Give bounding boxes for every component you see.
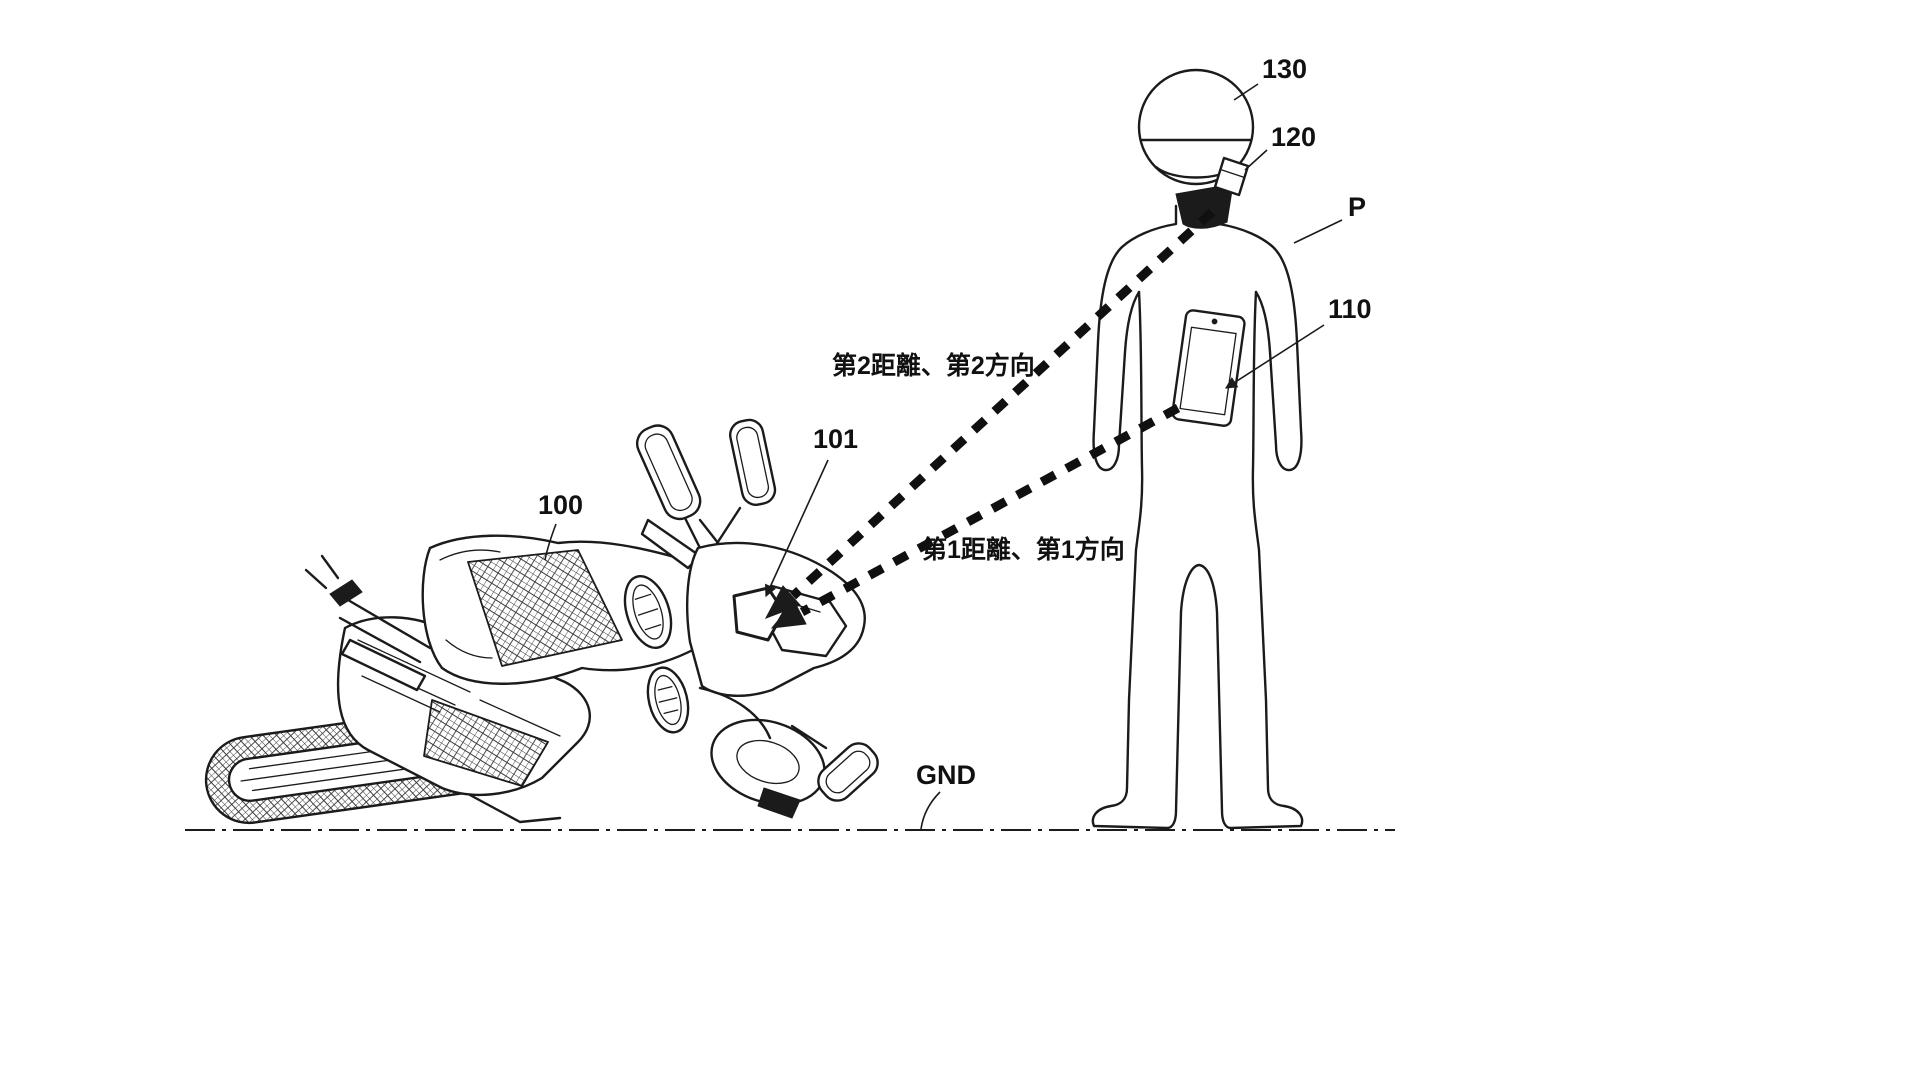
- distance-2-arrowhead: [764, 585, 801, 619]
- fallen-mirror: [790, 724, 879, 802]
- tank-detail-lines: [439, 549, 501, 659]
- leader-130: [1233, 83, 1259, 101]
- distance-1-arrowhead: [770, 600, 807, 629]
- label-110: 110: [1328, 294, 1372, 324]
- right-mirror: [712, 418, 777, 550]
- seat-hatch-panel: [467, 549, 623, 667]
- left-arm: [1092, 245, 1141, 472]
- label-120: 120: [1271, 122, 1316, 152]
- leader-P: [1293, 219, 1343, 244]
- distance-1-label: 第1距離、第1方向: [922, 535, 1125, 564]
- lower-vent: [646, 666, 690, 734]
- helmet: [1137, 68, 1255, 186]
- left-shoulder: [1120, 204, 1178, 249]
- person-figure: [1091, 68, 1304, 830]
- leader-120: [1244, 149, 1268, 171]
- right-arm: [1254, 245, 1303, 472]
- phone-speaker-dot: [1211, 318, 1218, 325]
- ground: GND: [185, 760, 1395, 831]
- label-P: P: [1348, 192, 1366, 222]
- leader-100: [544, 523, 557, 561]
- left-mirror: [635, 424, 702, 550]
- leader-101: [765, 459, 829, 598]
- reference-labels: 130 120 P 110 101 100: [538, 54, 1372, 598]
- stand-lines: [468, 793, 562, 824]
- distance-arrows: 第2距離、第2方向 第1距離、第1方向: [764, 208, 1216, 629]
- gnd-label: GND: [916, 760, 976, 790]
- foot-peg: [757, 787, 801, 819]
- leader-110: [1224, 324, 1325, 389]
- front-wheel: [710, 718, 826, 806]
- upper-vent: [623, 575, 673, 649]
- distance-1-dashed-line: [799, 404, 1181, 616]
- label-100: 100: [538, 490, 583, 520]
- label-130: 130: [1262, 54, 1307, 84]
- distance-2-dashed-line: [789, 208, 1216, 600]
- distance-2-label: 第2距離、第2方向: [832, 351, 1035, 380]
- fallen-motorcycle: [204, 418, 879, 825]
- helmet-device-120: [1213, 156, 1250, 197]
- engine-hatch-panel: [423, 699, 549, 787]
- front-fender: [698, 686, 772, 740]
- chin-shadow: [1175, 183, 1234, 229]
- gnd-leader-line: [920, 791, 941, 830]
- handlebar-levers: [304, 554, 432, 692]
- smartphone: [1171, 309, 1246, 427]
- windscreen: [640, 518, 702, 570]
- body-outline: [1091, 290, 1304, 830]
- label-101: 101: [813, 424, 858, 454]
